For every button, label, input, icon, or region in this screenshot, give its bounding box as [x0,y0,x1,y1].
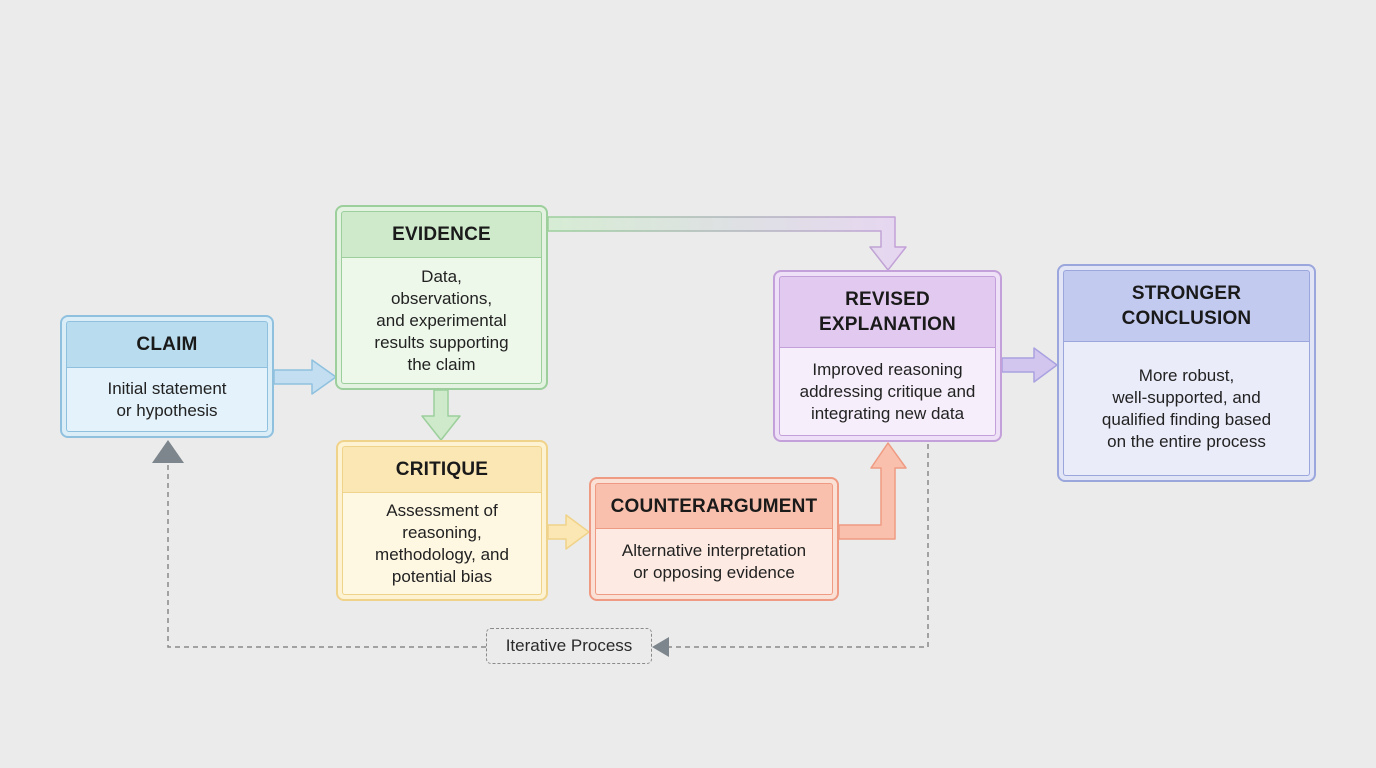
node-stronger-conclusion-title: STRONGER CONCLUSION [1063,270,1310,342]
node-counterargument-description: Alternative interpretation or opposing e… [595,529,833,595]
node-evidence-description: Data, observations, and experimental res… [341,258,542,384]
node-evidence-title: EVIDENCE [341,211,542,258]
node-claim: CLAIM Initial statement or hypothesis [60,315,274,438]
node-stronger-conclusion: STRONGER CONCLUSION More robust, well-su… [1057,264,1316,482]
arrow-evidence-to-critique [421,389,461,441]
arrow-claim-to-evidence [273,359,337,395]
loop-line-right [668,444,929,648]
node-claim-description: Initial statement or hypothesis [66,368,268,432]
arrow-revised-to-conclusion [1001,347,1058,383]
node-critique-title: CRITIQUE [342,446,542,493]
node-counterargument: COUNTERARGUMENT Alternative interpretati… [589,477,839,601]
node-revised-explanation: REVISED EXPLANATION Improved reasoning a… [773,270,1002,442]
arrow-counterargument-to-revised [838,442,907,540]
node-counterargument-title: COUNTERARGUMENT [595,483,833,529]
arrow-evidence-to-revised [547,216,907,271]
iterative-process-label: Iterative Process [486,628,652,664]
loop-arrowhead-up-icon [152,440,184,463]
arrow-critique-to-counterargument [547,514,590,550]
node-critique-description: Assessment of reasoning, methodology, an… [342,493,542,595]
node-critique: CRITIQUE Assessment of reasoning, method… [336,440,548,601]
node-revised-explanation-title: REVISED EXPLANATION [779,276,996,348]
node-revised-explanation-description: Improved reasoning addressing critique a… [779,348,996,436]
loop-arrowhead-left-icon [652,637,669,657]
node-evidence: EVIDENCE Data, observations, and experim… [335,205,548,390]
loop-line-left [167,465,486,648]
node-claim-title: CLAIM [66,321,268,368]
node-stronger-conclusion-description: More robust, well-supported, and qualifi… [1063,342,1310,476]
